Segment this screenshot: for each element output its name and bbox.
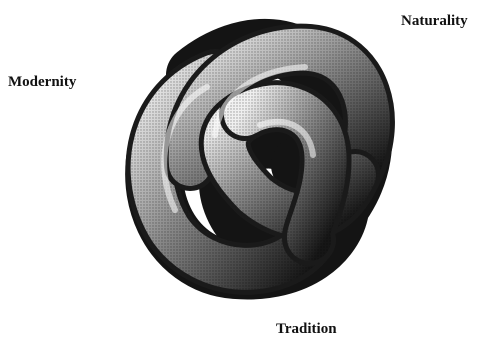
label-tradition: Tradition: [276, 322, 337, 337]
label-modernity: Modernity: [8, 75, 76, 90]
trefoil-knot-figure: [95, 15, 395, 315]
label-naturality: Naturality: [401, 14, 468, 29]
